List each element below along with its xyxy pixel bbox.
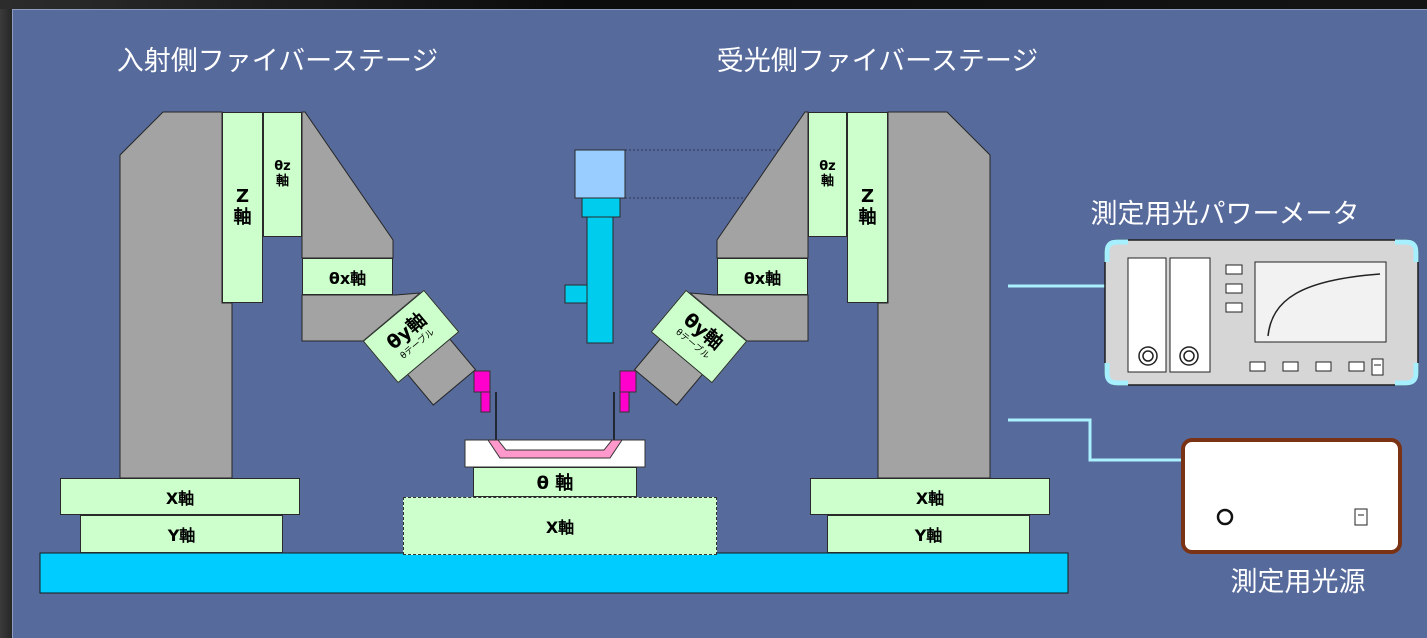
power-meter xyxy=(1104,239,1419,386)
input-x-axis-block: X軸 xyxy=(60,478,300,515)
camera-side-tab xyxy=(564,284,588,304)
light-source-cable xyxy=(1008,418,1183,462)
input-stage-upper-arm xyxy=(301,111,394,259)
sample-theta-axis-label: θ 軸 xyxy=(536,473,574,494)
output-x-axis-block: X軸 xyxy=(810,478,1050,515)
sample-tray-inner xyxy=(496,439,614,451)
power-meter-switch xyxy=(1371,358,1384,376)
power-meter-title: 測定用光パワーメータ xyxy=(1090,199,1360,230)
input-theta-x-axis-label: θx軸 xyxy=(328,268,367,288)
camera-head xyxy=(574,149,626,199)
power-meter-button-1 xyxy=(1249,361,1266,372)
light-source-switch xyxy=(1354,508,1368,526)
input-y-axis-label: Y軸 xyxy=(167,526,196,545)
output-x-axis-label: X軸 xyxy=(915,488,945,508)
output-y-axis-block: Y軸 xyxy=(827,515,1030,553)
power-meter-knob-2 xyxy=(1179,346,1199,366)
power-meter-knob-2-inner xyxy=(1183,350,1195,362)
power-meter-screen xyxy=(1254,261,1387,343)
sample-x-axis-block: X軸 xyxy=(403,497,717,555)
output-theta-x-axis-label: θx軸 xyxy=(743,268,782,288)
input-theta-x-axis-block: θx軸 xyxy=(302,258,393,295)
power-meter-trace xyxy=(1267,273,1381,337)
output-fiber-holder xyxy=(619,370,637,393)
output-stage-title: 受光側ファイバーステージ xyxy=(716,46,1039,77)
power-meter-key-3 xyxy=(1225,302,1243,313)
camera-collar xyxy=(581,197,621,218)
output-z-axis-block: Z軸 xyxy=(847,112,888,303)
power-meter-key-2 xyxy=(1225,283,1243,294)
window-frame-left xyxy=(0,0,12,638)
power-meter-key-1 xyxy=(1225,264,1243,275)
light-source-body xyxy=(1181,438,1402,554)
output-stage-upper-arm xyxy=(716,111,809,259)
output-y-axis-label: Y軸 xyxy=(914,526,943,545)
input-y-axis-block: Y軸 xyxy=(80,515,283,553)
light-source-knob xyxy=(1216,508,1234,526)
power-meter-bumper-top-left xyxy=(1104,239,1128,262)
power-meter-button-3 xyxy=(1315,361,1332,372)
output-z-axis-label: Z軸 xyxy=(858,185,877,228)
sample-theta-axis-block: θ 軸 xyxy=(473,467,637,497)
camera-body xyxy=(586,216,614,344)
output-theta-x-axis-block: θx軸 xyxy=(717,258,808,295)
input-x-axis-label: X軸 xyxy=(165,488,195,508)
output-theta-z-axis-block: θz軸 xyxy=(808,112,847,237)
light-source-title: 測定用光源 xyxy=(1230,567,1366,598)
output-theta-z-axis-label: θz軸 xyxy=(819,158,836,189)
input-stage-column xyxy=(119,111,233,479)
base-plate xyxy=(39,552,1069,594)
input-stage-title: 入射側ファイバーステージ xyxy=(116,46,439,77)
input-theta-z-axis-block: θz軸 xyxy=(263,112,302,237)
input-z-axis-label: Z軸 xyxy=(233,185,252,228)
input-fiber-holder-stem xyxy=(480,391,491,413)
power-meter-button-4 xyxy=(1348,361,1365,372)
window-frame-top xyxy=(0,0,1427,9)
input-z-axis-block: Z軸 xyxy=(222,112,263,303)
input-fiber-holder xyxy=(473,370,491,393)
output-fiber-holder-stem xyxy=(619,391,630,413)
power-meter-bumper-top-right xyxy=(1395,239,1419,262)
power-meter-bumper-bottom-left xyxy=(1104,363,1128,386)
power-meter-bumper-bottom-right xyxy=(1395,363,1419,386)
sample-x-axis-label: X軸 xyxy=(545,518,575,537)
power-meter-button-2 xyxy=(1282,361,1299,372)
power-meter-knob-1-inner xyxy=(1142,350,1154,362)
power-meter-knob-1 xyxy=(1138,346,1158,366)
light-source xyxy=(1181,438,1402,554)
output-stage-column xyxy=(877,111,991,479)
input-theta-z-axis-label: θz軸 xyxy=(274,158,291,189)
